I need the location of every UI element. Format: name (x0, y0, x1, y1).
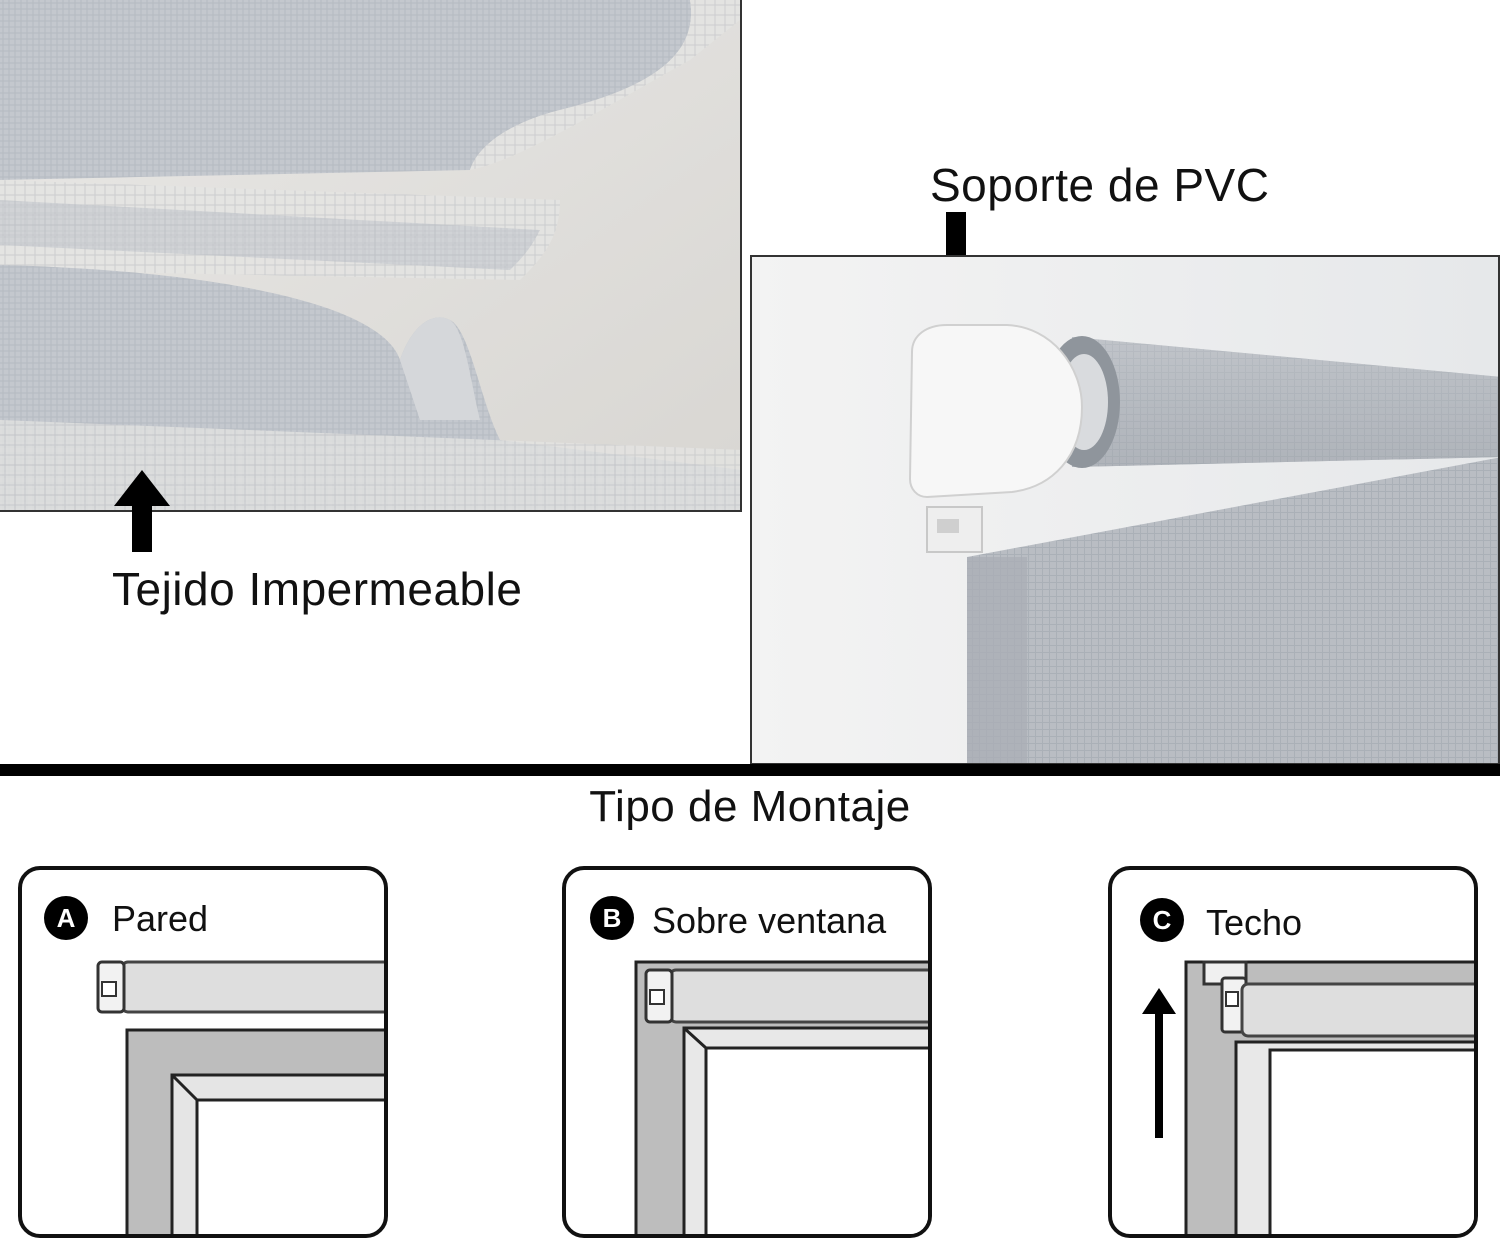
wall-mount-diagram (96, 960, 384, 1234)
fabric-illustration (0, 0, 740, 510)
mount-panel-wall: A Pared (18, 866, 388, 1238)
fabric-label: Tejido Impermeable (112, 563, 523, 615)
mounting-title: Tipo de Montaje (589, 782, 911, 831)
fabric-photo (0, 0, 742, 512)
arrow-up-icon (114, 470, 170, 552)
badge-a-icon: A (44, 896, 88, 940)
bracket-label: Soporte de PVC (930, 159, 1270, 211)
badge-b-icon: B (590, 896, 634, 940)
mount-label-wall: Pared (112, 898, 209, 939)
section-divider (0, 764, 1500, 776)
mount-panel-window: B Sobre ventana (562, 866, 932, 1238)
bracket-photo (750, 255, 1500, 765)
bracket-illustration (752, 257, 1498, 763)
mount-label-window: Sobre ventana (652, 900, 887, 941)
window-mount-diagram (634, 960, 928, 1234)
mount-panel-ceiling: C Techo (1108, 866, 1478, 1238)
ceiling-mount-diagram (1184, 960, 1474, 1234)
badge-c-icon: C (1140, 898, 1184, 942)
arrow-up-small-icon (1142, 988, 1176, 1138)
mount-label-ceiling: Techo (1206, 902, 1303, 943)
